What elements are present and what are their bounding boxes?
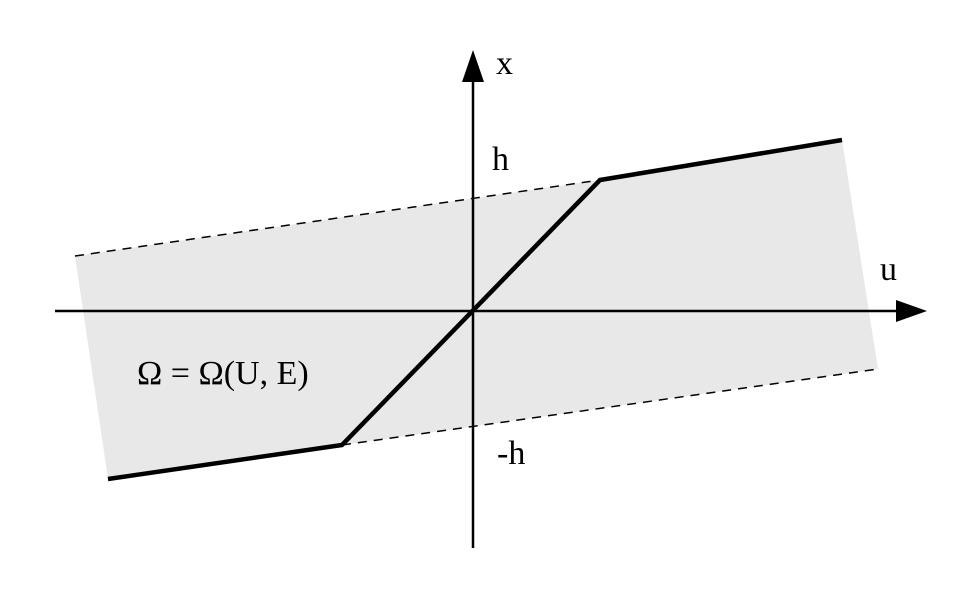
u-axis-arrow-icon: [896, 300, 927, 322]
h-upper-label: h: [492, 141, 509, 178]
region-label: Ω = Ω(U, E): [137, 355, 309, 392]
saturation-curve: [107, 137, 843, 482]
u-axis-label: u: [880, 251, 897, 288]
lower-dashed-boundary: [341, 368, 879, 446]
h-lower-label: -h: [497, 435, 525, 472]
x-axis-label: x: [496, 45, 513, 82]
x-axis-arrow-icon: [462, 50, 484, 82]
upper-dashed-boundary: [74, 179, 601, 257]
